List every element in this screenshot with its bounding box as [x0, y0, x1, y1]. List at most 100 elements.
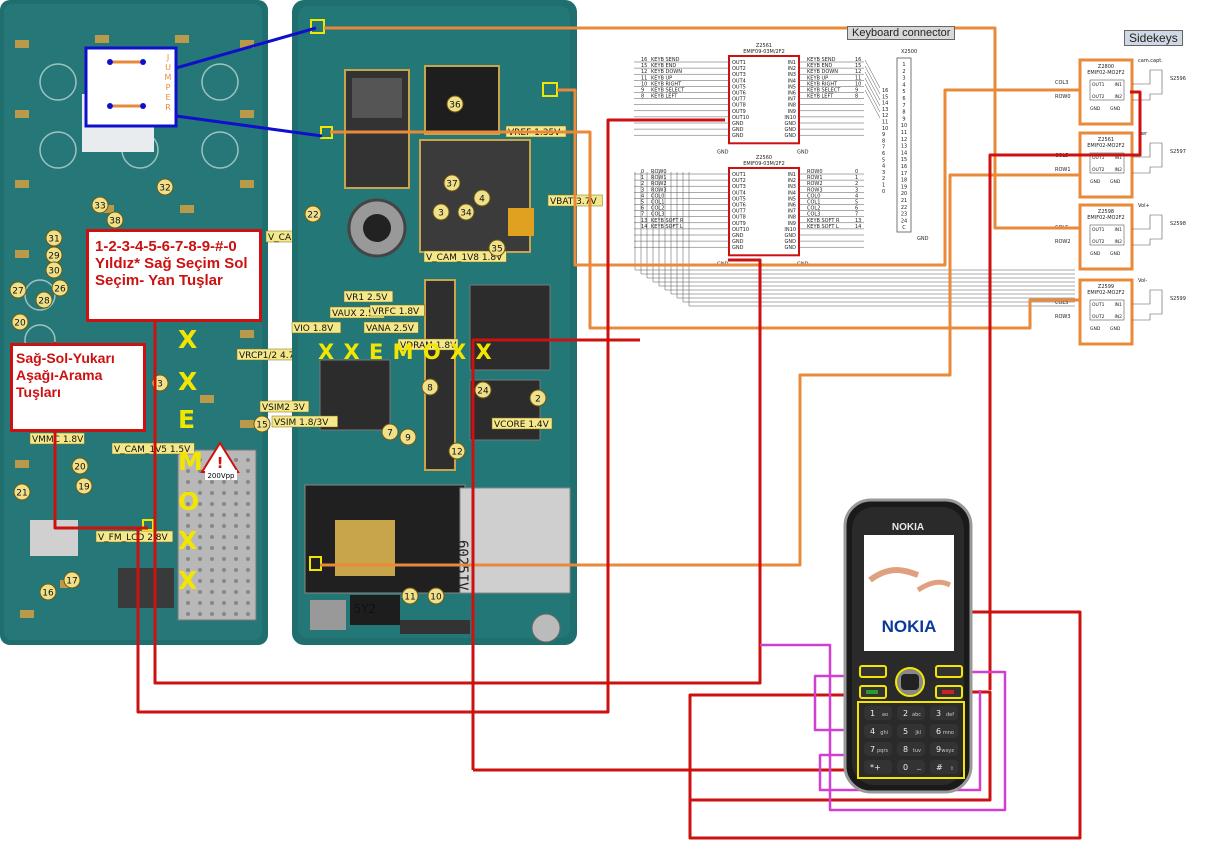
shield-hole — [210, 546, 214, 550]
shield-hole — [198, 557, 202, 561]
bus-line — [864, 59, 881, 89]
keypad-key[interactable] — [930, 724, 958, 738]
signal-name: KEYB LEFT — [807, 94, 834, 100]
chip-body — [728, 55, 800, 145]
test-point — [71, 457, 89, 475]
connector-pin: 2 — [902, 69, 905, 75]
connector-pin: 19 — [901, 184, 907, 190]
signal-name: KEYB RIGHT — [651, 81, 682, 87]
signal-number: 4 — [855, 193, 858, 199]
test-point — [45, 261, 63, 279]
connector-pin: 11 — [901, 130, 907, 136]
keypad-key[interactable] — [864, 706, 892, 720]
chip-pin: IN2 — [1114, 239, 1122, 245]
connector-pin: 6 — [902, 96, 905, 102]
keypad-key[interactable] — [897, 706, 925, 720]
chip-pin: OUT3 — [732, 72, 746, 78]
signal-number: 0 — [855, 169, 858, 175]
keypad-key[interactable] — [864, 724, 892, 738]
connector-pin: 12 — [901, 137, 907, 143]
shield-hole — [246, 612, 250, 616]
bus-line — [864, 71, 881, 101]
test-point — [63, 571, 81, 589]
signal-name: KEYB LEFT — [651, 94, 678, 100]
sidekey-chip-body — [1089, 152, 1125, 174]
test-point-label: 27 — [12, 287, 23, 297]
test-point-label: 31 — [48, 235, 59, 245]
voltage-text: VRCP1/2 4.75V — [239, 351, 307, 361]
connector-net: 4 — [882, 164, 885, 170]
test-point — [473, 189, 491, 207]
keypad-key[interactable] — [864, 760, 892, 774]
shield-hole — [186, 480, 190, 484]
connector-net: 12 — [882, 113, 888, 119]
sidekey-chip-ref: Z2598 — [1098, 209, 1114, 215]
sidekey-chip-ref: Z2800 — [1098, 64, 1114, 70]
sidekey-chip-body — [1089, 224, 1125, 246]
shield-hole — [222, 524, 226, 528]
shield-hole — [222, 502, 226, 506]
key-letters: wxyz — [941, 748, 954, 754]
schematic-chip: Z2560EMIF09-03M/2F2OUT1OUT2OUT3OUT4OUT5O… — [634, 155, 864, 267]
keypad-key[interactable] — [930, 760, 958, 774]
test-point — [11, 313, 29, 331]
signal-number: 3 — [855, 187, 858, 193]
gnd-label: GND — [917, 236, 929, 242]
signal-number: 13 — [641, 218, 647, 224]
voltage-text: VSIM 1.8/3V — [274, 418, 329, 428]
sidekey-label: Pwr — [1138, 131, 1148, 137]
chip-pin: OUT2 — [1092, 167, 1105, 173]
signal-number: 7 — [641, 212, 644, 218]
nav-select-key[interactable] — [901, 674, 919, 690]
gnd-label: GND — [1090, 179, 1101, 185]
left-softkey[interactable] — [859, 665, 887, 678]
test-point — [35, 291, 53, 309]
shield-hole — [234, 601, 238, 605]
keypad-key[interactable] — [897, 760, 925, 774]
signal-number: 15 — [855, 63, 861, 69]
signal-number: 7 — [855, 212, 858, 218]
signal-name: KEYB UP — [651, 75, 672, 81]
keypad-key[interactable] — [897, 724, 925, 738]
gold-pad — [240, 330, 254, 338]
shield-hole — [210, 557, 214, 561]
bus-line — [646, 172, 1075, 279]
shield-hole — [246, 480, 250, 484]
pcb-left-connector — [118, 568, 174, 608]
gnd-label: GND — [1090, 106, 1101, 112]
signal-name: KEYB SEND — [807, 57, 836, 63]
connector-body — [896, 57, 912, 233]
test-point — [9, 281, 27, 299]
chip-pin: IN2 — [1114, 314, 1122, 320]
sidekey-row: ROW0 — [1055, 94, 1071, 100]
voltage-tag — [29, 432, 85, 445]
connector-net: 15 — [882, 94, 888, 100]
test-point — [39, 583, 57, 601]
shield-hole — [246, 458, 250, 462]
orange-wire — [330, 130, 1080, 330]
shield-hole — [210, 524, 214, 528]
shield-hole — [198, 579, 202, 583]
camera-lens-inner — [363, 214, 391, 242]
connector-net: 2 — [882, 176, 885, 182]
signal-name: KEYB SELECT — [807, 88, 841, 94]
keypad-key[interactable] — [930, 742, 958, 756]
test-point-label: 21 — [16, 489, 27, 499]
gold-pad — [15, 110, 29, 118]
chip-pin: GND — [785, 133, 797, 139]
keypad-key[interactable] — [930, 706, 958, 720]
shield-hole — [186, 524, 190, 528]
test-point-label: 29 — [48, 252, 60, 262]
test-point-label: 38 — [109, 217, 121, 227]
orange-wire — [320, 173, 1080, 567]
keypad-key[interactable] — [897, 742, 925, 756]
chip-pin: IN7 — [788, 97, 796, 103]
right-softkey[interactable] — [935, 665, 963, 678]
keypad-key[interactable] — [864, 742, 892, 756]
voltage-text: VSIM2 3V — [262, 403, 306, 413]
test-point-label: 12 — [451, 448, 462, 458]
sidekey-chip-body — [1089, 299, 1125, 321]
chip-part: EMIF09-03M/2F2 — [743, 161, 785, 167]
gnd-label: GND — [797, 149, 809, 155]
